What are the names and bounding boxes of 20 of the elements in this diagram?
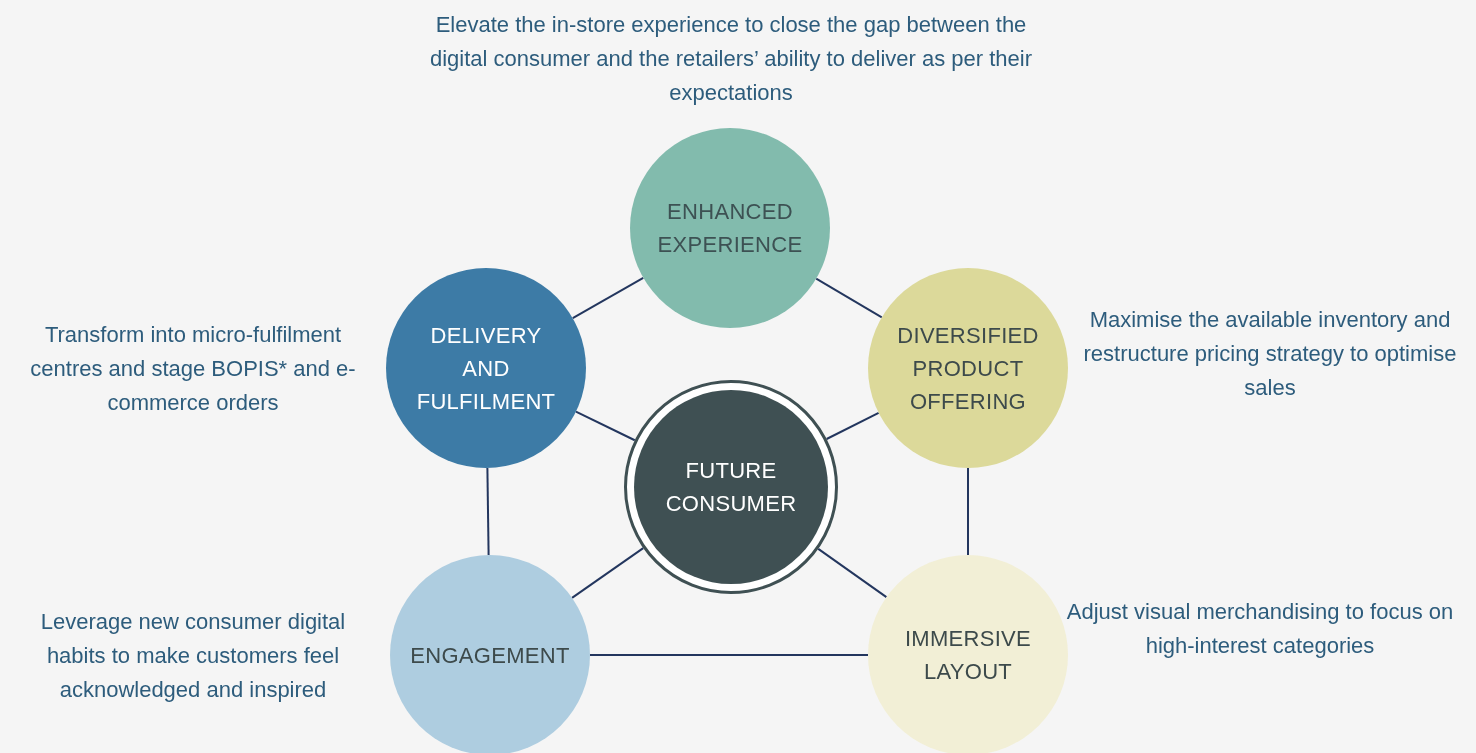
node-label: ENGAGEMENT <box>409 641 571 670</box>
description-text: Adjust visual merchandising to focus on high-interest categories <box>1065 598 1455 660</box>
node-label: DELIVERY AND FULFILMENT <box>415 321 557 416</box>
node-label: ENHANCED EXPERIENCE <box>656 198 804 259</box>
description-text: Maximise the available inventory and restructure pricing strategy to optimise sales <box>1082 306 1458 402</box>
description-text: Transform into micro-fulfilment centres and stage BOPIS* and e-commerce orders <box>29 321 357 417</box>
node-label: FUTURE CONSUMER <box>664 457 798 518</box>
connector-line <box>815 277 883 319</box>
connector-line <box>967 467 969 556</box>
connector-line <box>825 411 880 440</box>
connector-line <box>486 467 490 556</box>
description-text: Leverage new consumer digital habits to make customers feel acknowledged and inspired <box>39 608 347 704</box>
connector-line <box>574 410 636 442</box>
node-label: IMMERSIVE LAYOUT <box>903 625 1033 686</box>
node-label: DIVERSIFIED PRODUCT OFFERING <box>896 321 1040 416</box>
description-text: Elevate the in-store experience to close the gap between the digital consumer and the retailers’ ability to deliver as per their expectations <box>428 11 1033 107</box>
connector-line <box>571 547 645 599</box>
connector-line <box>589 654 869 656</box>
connector-line <box>817 547 888 599</box>
connector-line <box>571 276 645 320</box>
